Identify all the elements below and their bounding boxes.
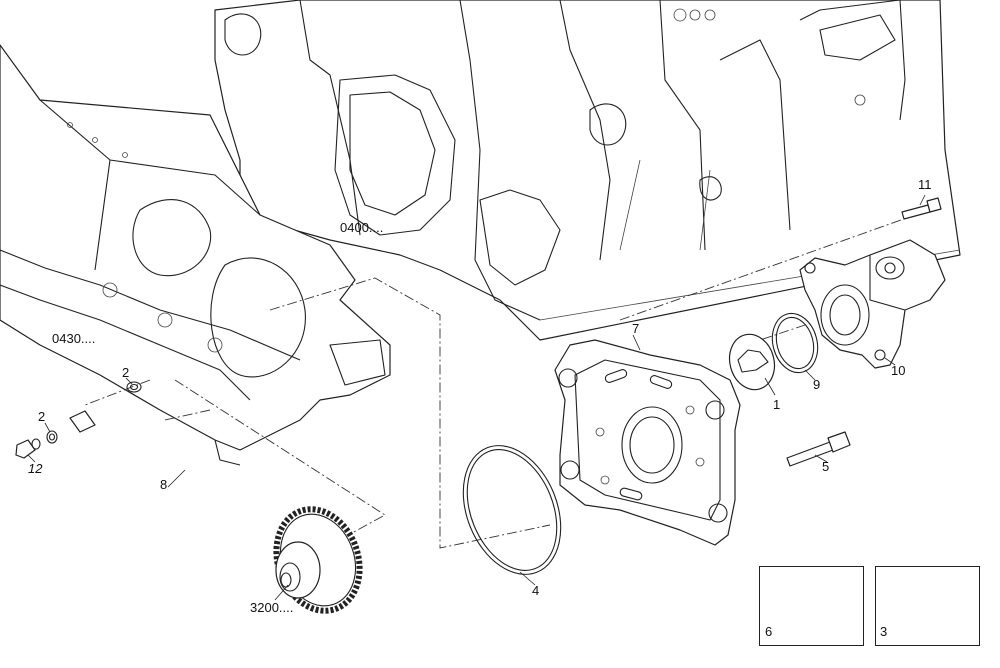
label-gearcase-ref: 0430.... xyxy=(52,331,96,346)
engine-block xyxy=(214,0,961,341)
gear-case-housing xyxy=(0,44,391,466)
gear-wheel xyxy=(273,506,363,614)
label-part-2a: 2 xyxy=(122,365,130,380)
label-part-4: 4 xyxy=(532,583,540,598)
washers-and-plug xyxy=(15,381,142,459)
label-part-12: 12 xyxy=(28,461,43,476)
label-block-ref: 0400.... xyxy=(340,220,384,235)
label-part-6: 6 xyxy=(765,624,773,639)
label-part-8: 8 xyxy=(160,477,168,492)
label-part-11: 11 xyxy=(918,177,932,192)
leader-lines xyxy=(27,194,926,601)
rotor-disk xyxy=(728,333,776,391)
o-ring-gasket xyxy=(462,445,562,575)
label-part-1: 1 xyxy=(773,397,781,412)
label-gear-ref: 3200.... xyxy=(250,600,294,615)
label-part-10: 10 xyxy=(891,363,906,378)
screw-bolt xyxy=(901,197,942,220)
inset-box-6 xyxy=(759,566,864,646)
cover-plate xyxy=(554,339,741,546)
hex-bolt xyxy=(786,431,851,467)
label-part-5: 5 xyxy=(822,459,830,474)
label-part-7: 7 xyxy=(632,321,640,336)
pump-assembly xyxy=(799,239,946,369)
inset-box-3 xyxy=(875,566,980,646)
label-part-2b: 2 xyxy=(38,409,46,424)
label-part-3: 3 xyxy=(880,624,888,639)
label-part-9: 9 xyxy=(813,377,821,392)
oil-pipe xyxy=(69,398,226,586)
seal-ring xyxy=(771,312,819,374)
